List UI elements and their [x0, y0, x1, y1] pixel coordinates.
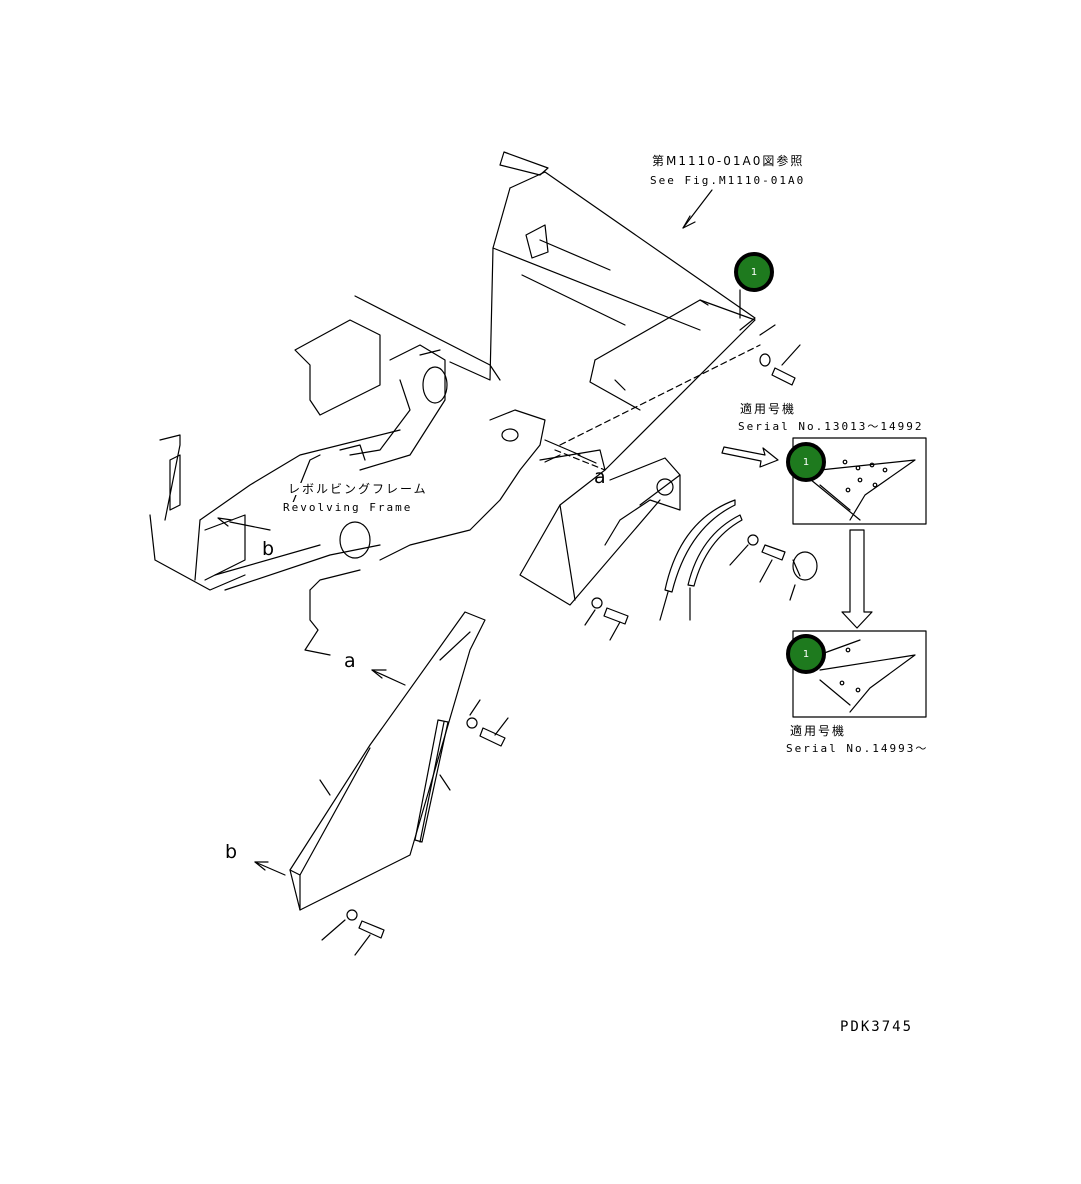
serial-range-1-en: Serial No.13013〜14992 — [738, 420, 924, 433]
reference-b-upper: b — [262, 538, 275, 560]
side-cover — [519, 439, 681, 606]
revolving-frame-en-label: Revolving Frame — [283, 501, 413, 514]
inset-box-2 — [792, 630, 927, 718]
callout-1-inset-2: 1 — [786, 634, 826, 674]
reference-a-upper: a — [594, 466, 606, 488]
serial-range-2-en: Serial No.14993〜 — [786, 742, 929, 755]
serial-range-2-jp: 適用号機 — [790, 724, 847, 738]
leader-lines — [217, 189, 861, 876]
callout-1-top: 1 — [734, 252, 774, 292]
inset-box-1 — [792, 437, 927, 525]
drawing-code: PDK3745 — [840, 1019, 914, 1035]
lower-plate — [289, 611, 486, 911]
see-fig-jp-label: 第M1110-01A0図参照 — [652, 154, 805, 168]
reference-a-lower: a — [344, 650, 356, 672]
reference-b-lower: b — [225, 841, 238, 863]
revolving-frame-jp-label: レボルビングフレーム — [288, 482, 428, 496]
hardware — [321, 324, 818, 956]
arc-plates — [659, 499, 743, 621]
revolving-frame — [149, 295, 546, 656]
see-fig-en-label: See Fig.M1110-01A0 — [650, 174, 806, 187]
serial-range-1-jp: 適用号機 — [740, 402, 797, 416]
callout-1-inset-1: 1 — [786, 442, 826, 482]
upper-cover — [449, 151, 756, 471]
inset-arrows — [721, 446, 873, 629]
